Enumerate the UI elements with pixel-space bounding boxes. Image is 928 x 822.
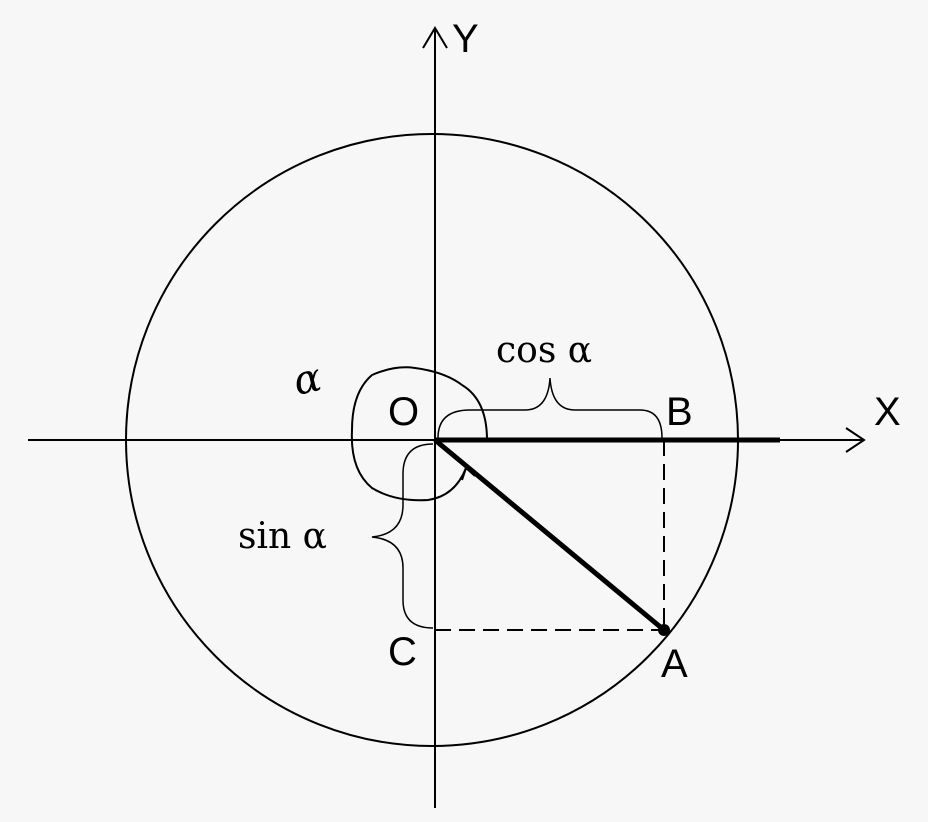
point-c-label: C	[388, 630, 417, 674]
point-b-label: B	[666, 390, 693, 434]
angle-arc-arrow	[461, 467, 476, 481]
radius-oa	[433, 438, 666, 632]
sin-brace	[371, 443, 434, 629]
x-axis-label: X	[874, 390, 901, 434]
point-a-label: A	[661, 642, 688, 686]
angle-arc	[350, 366, 488, 502]
y-axis-label: Y	[452, 17, 479, 61]
x-axis-arrowhead	[845, 427, 866, 453]
cos-label: cos α	[496, 330, 592, 371]
cos-brace	[437, 377, 663, 439]
y-axis-arrowhead	[422, 26, 448, 49]
sin-label: sin α	[238, 516, 327, 557]
origin-label: O	[388, 390, 419, 434]
